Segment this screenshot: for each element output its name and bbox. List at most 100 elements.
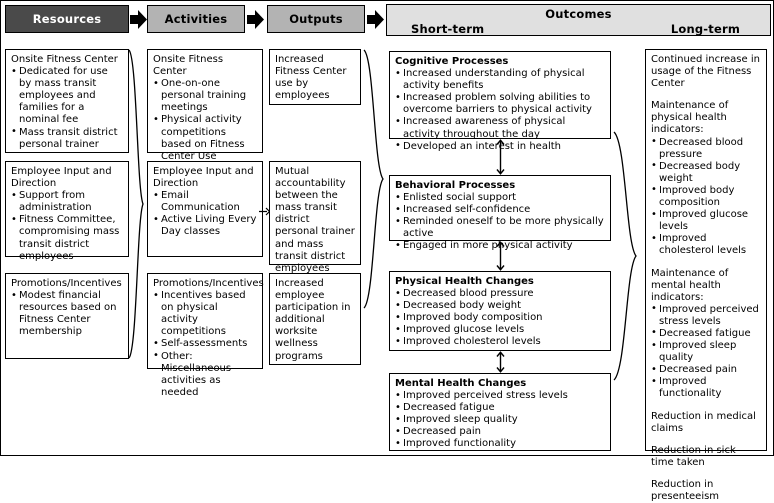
outcome-box-physical-health-changes: Physical Health Changes Decreased blood …: [389, 271, 611, 351]
long-term-sick-time: Reduction in sick time taken: [651, 444, 736, 468]
brace-short-term-to-long-term-icon: [612, 131, 644, 381]
long-term-mental-list: Improved perceived stress levels Decreas…: [651, 303, 761, 401]
activities-box-employee-input: Employee Input and Direction Email Commu…: [147, 161, 263, 257]
box-bullet-list: Decreased blood pressure Decreased body …: [395, 288, 605, 349]
long-term-medical-claims: Reduction in medical claims: [651, 410, 756, 434]
box-heading: Behavioral Processes: [395, 180, 516, 191]
list-item: Other: Miscellaneous activities as neede…: [153, 350, 257, 399]
outputs-box-mutual-accountability: Mutual accountability between the mass t…: [269, 161, 361, 274]
list-item: Increased self-confidence: [395, 204, 605, 216]
list-item: Mass transit district personal trainer: [11, 126, 123, 151]
list-item: Improved perceived stress levels: [395, 390, 605, 402]
arrow-resources-to-activities-icon: [130, 10, 147, 29]
list-item: Active Living Every Day classes: [153, 214, 257, 238]
activities-box-onsite-fitness-center: Onsite Fitness Center One-on-one persona…: [147, 49, 263, 162]
header-activities-label: Activities: [164, 12, 228, 26]
box-bullet-list: Support from administration Fitness Comm…: [11, 190, 123, 263]
header-outputs: Outputs: [267, 5, 365, 33]
list-item: Decreased blood pressure: [395, 288, 605, 300]
brace-outputs-to-outcomes-icon: [362, 49, 388, 309]
header-outcomes: Outcomes Short-term Long-term: [386, 4, 771, 36]
outputs-box-increased-use: Increased Fitness Center use by employee…: [269, 49, 361, 105]
list-item: Physical activity competitions based on …: [153, 114, 257, 162]
list-item: Improved glucose levels: [395, 324, 605, 336]
box-bullet-list: Email Communication Active Living Every …: [153, 190, 257, 238]
header-resources: Resources: [5, 5, 129, 33]
arrow-behavioral-to-physical-icon: [495, 241, 506, 271]
list-item: Developed an interest in health: [395, 140, 605, 153]
long-term-intro: Continued increase in usage of the Fitne…: [651, 54, 760, 90]
arrow-outputs-to-outcomes-icon: [367, 10, 384, 29]
box-bullet-list: Dedicated for use by mass transit employ…: [11, 66, 123, 151]
box-bullet-list: One-on-one personal training meetings Ph…: [153, 78, 257, 163]
list-item: Dedicated for use by mass transit employ…: [11, 66, 123, 126]
header-outputs-label: Outputs: [289, 12, 343, 26]
box-bullet-list: Incentives based on physical activity co…: [153, 290, 257, 399]
list-item: Decreased fatigue: [651, 327, 761, 340]
list-item: Engaged in more physical activity: [395, 240, 605, 252]
list-item: Improved functionality: [395, 438, 605, 450]
arrow-physical-to-mental-icon: [495, 351, 506, 373]
list-item: Increased problem solving abilities to o…: [395, 92, 605, 116]
outputs-box-increased-participation: Increased employee participation in addi…: [269, 273, 361, 365]
outcome-box-long-term: Continued increase in usage of the Fitne…: [645, 49, 767, 502]
box-text: Increased Fitness Center use by employee…: [275, 54, 347, 102]
list-item: Improved body composition: [651, 184, 761, 209]
outcome-box-mental-health-changes: Mental Health Changes Improved perceived…: [389, 373, 611, 451]
list-item: Improved sleep quality: [395, 414, 605, 426]
long-term-physical-list: Decreased blood pressure Decreased body …: [651, 136, 761, 258]
box-bullet-list: Increased understanding of physical acti…: [395, 68, 605, 153]
box-heading: Promotions/Incentives: [153, 278, 264, 289]
list-item: Improved sleep quality: [651, 340, 761, 364]
box-bullet-list: Enlisted social support Increased self-c…: [395, 192, 605, 253]
list-item: Decreased body weight: [651, 160, 761, 185]
list-item: Improved perceived stress levels: [651, 303, 761, 328]
list-item: Decreased blood pressure: [651, 136, 761, 161]
logic-model-diagram: Resources Activities Outputs Outcomes Sh…: [0, 0, 774, 456]
outcome-box-behavioral-processes: Behavioral Processes Enlisted social sup…: [389, 175, 611, 252]
list-item: Support from administration: [11, 190, 123, 214]
box-text: Increased employee participation in addi…: [275, 278, 351, 362]
list-item: Increased awareness of physical activity…: [395, 116, 605, 140]
box-bullet-list: Improved perceived stress levels Decreas…: [395, 390, 605, 451]
outcome-box-cognitive-processes: Cognitive Processes Increased understand…: [389, 51, 611, 152]
header-activities: Activities: [147, 5, 245, 33]
header-long-term-label: Long-term: [670, 22, 740, 36]
box-heading: Employee Input and Direction: [153, 166, 254, 190]
header-resources-label: Resources: [32, 12, 102, 26]
long-term-presenteeism: Reduction in presenteeism: [651, 478, 720, 502]
resources-box-onsite-fitness-center: Onsite Fitness Center Dedicated for use …: [5, 49, 129, 153]
resources-box-employee-input: Employee Input and Direction Support fro…: [5, 161, 129, 262]
list-item: Improved cholesterol levels: [651, 233, 761, 257]
list-item: Improved glucose levels: [651, 209, 761, 233]
box-heading: Onsite Fitness Center: [153, 54, 224, 78]
list-item: Decreased pain: [395, 426, 605, 438]
box-heading: Mental Health Changes: [395, 378, 527, 389]
activities-box-promotions-incentives: Promotions/Incentives Incentives based o…: [147, 273, 264, 398]
list-item: Fitness Committee, compromising mass tra…: [11, 214, 123, 262]
arrow-activities-to-outputs-icon: [247, 10, 264, 29]
list-item: Self-assessments: [153, 338, 257, 350]
list-item: One-on-one personal training meetings: [153, 78, 257, 114]
list-item: Increased understanding of physical acti…: [395, 68, 605, 92]
long-term-mental-heading: Maintenance of mental health indicators:: [651, 267, 729, 303]
list-item: Modest financial resources based on Fitn…: [11, 290, 123, 338]
resources-box-promotions-incentives: Promotions/Incentives Modest financial r…: [5, 273, 129, 359]
brace-resources-to-activities-icon: [128, 49, 146, 359]
box-heading: Onsite Fitness Center: [11, 54, 118, 65]
arrow-cognitive-to-behavioral-icon: [495, 139, 506, 175]
long-term-physical-heading: Maintenance of physical health indicator…: [651, 100, 729, 136]
list-item: Reminded oneself to be more physically a…: [395, 216, 605, 240]
list-item: Enlisted social support: [395, 192, 605, 204]
list-item: Improved functionality: [651, 376, 761, 400]
list-item: Decreased body weight: [395, 300, 605, 312]
header-short-term-label: Short-term: [411, 22, 485, 36]
list-item: Decreased fatigue: [395, 402, 605, 414]
list-item: Incentives based on physical activity co…: [153, 290, 257, 338]
list-item: Email Communication: [153, 190, 257, 214]
box-heading: Employee Input and Direction: [11, 166, 112, 190]
box-bullet-list: Modest financial resources based on Fitn…: [11, 290, 123, 338]
box-heading: Promotions/Incentives: [11, 278, 122, 289]
box-heading: Cognitive Processes: [395, 56, 509, 67]
list-item: Decreased pain: [651, 364, 761, 376]
